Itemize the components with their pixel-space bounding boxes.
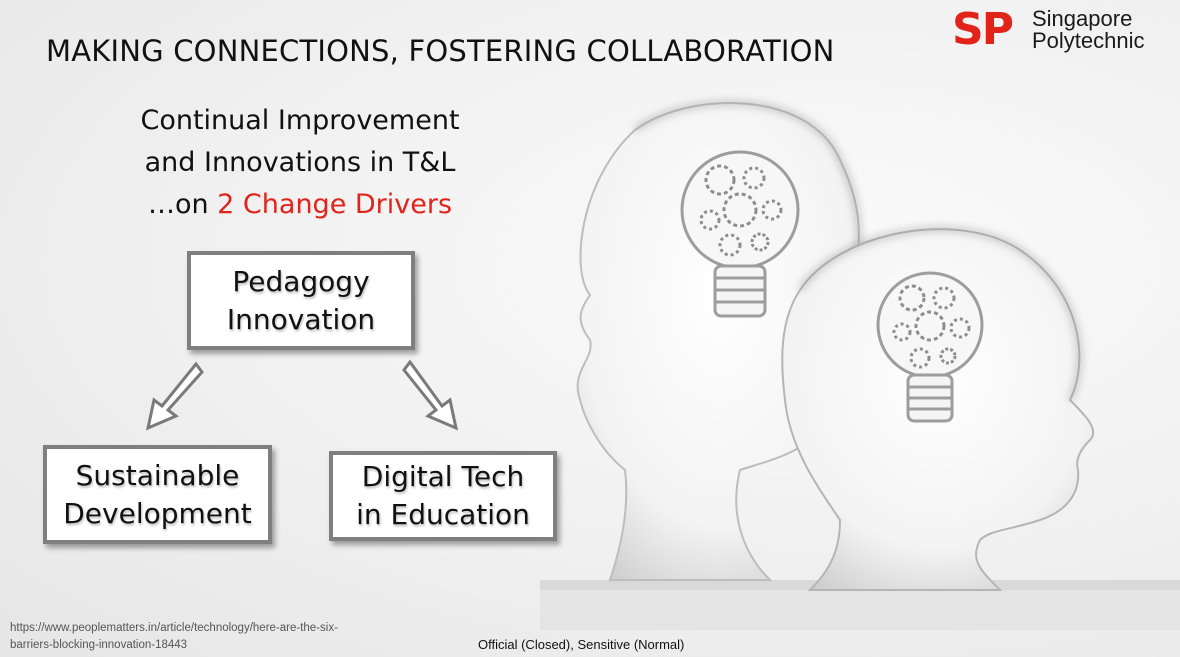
sustainable-development-box: Sustainable Development: [43, 445, 272, 544]
down-left-arrow-icon: [145, 361, 204, 431]
lightbulb-gears-icon: [680, 150, 800, 318]
subtitle-line1: Continual Improvement: [140, 105, 460, 136]
box-top-line2: Innovation: [226, 302, 376, 336]
logo-name-line1: Singapore: [1032, 6, 1133, 31]
logo-name-line2: Polytechnic: [1032, 28, 1145, 53]
head-lightbulb-gears-icon: [540, 100, 1180, 630]
classification-label: Official (Closed), Sensitive (Normal): [478, 637, 685, 652]
box-left-line1: Sustainable: [75, 458, 240, 492]
logo-mark: SP: [952, 4, 1014, 55]
slide-title: MAKING CONNECTIONS, FOSTERING COLLABORAT…: [46, 34, 835, 68]
box-right-line1: Digital Tech: [361, 460, 525, 493]
sp-logo: SP Singapore Polytechnic: [952, 4, 1176, 56]
pedagogy-innovation-box: Pedagogy Innovation: [187, 251, 415, 350]
subtitle: Continual Improvement and Innovations in…: [120, 100, 480, 226]
source-url: https://www.peoplematters.in/article/tec…: [10, 622, 338, 651]
box-top-line1: Pedagogy: [232, 264, 370, 298]
box-left-line2: Development: [63, 496, 252, 530]
subtitle-line2: and Innovations in T&L: [144, 147, 456, 178]
subtitle-line3: …on 2 Change Drivers: [120, 184, 480, 226]
down-right-arrow-icon: [402, 359, 459, 431]
subtitle-line3-prefix: …on: [147, 189, 218, 220]
lightbulb-gears-icon-front: [876, 271, 984, 423]
box-right-line2: in Education: [356, 498, 530, 531]
logo-name: Singapore Polytechnic: [1032, 8, 1145, 52]
change-drivers-highlight: 2 Change Drivers: [217, 189, 453, 220]
digital-tech-box: Digital Tech in Education: [329, 451, 557, 541]
